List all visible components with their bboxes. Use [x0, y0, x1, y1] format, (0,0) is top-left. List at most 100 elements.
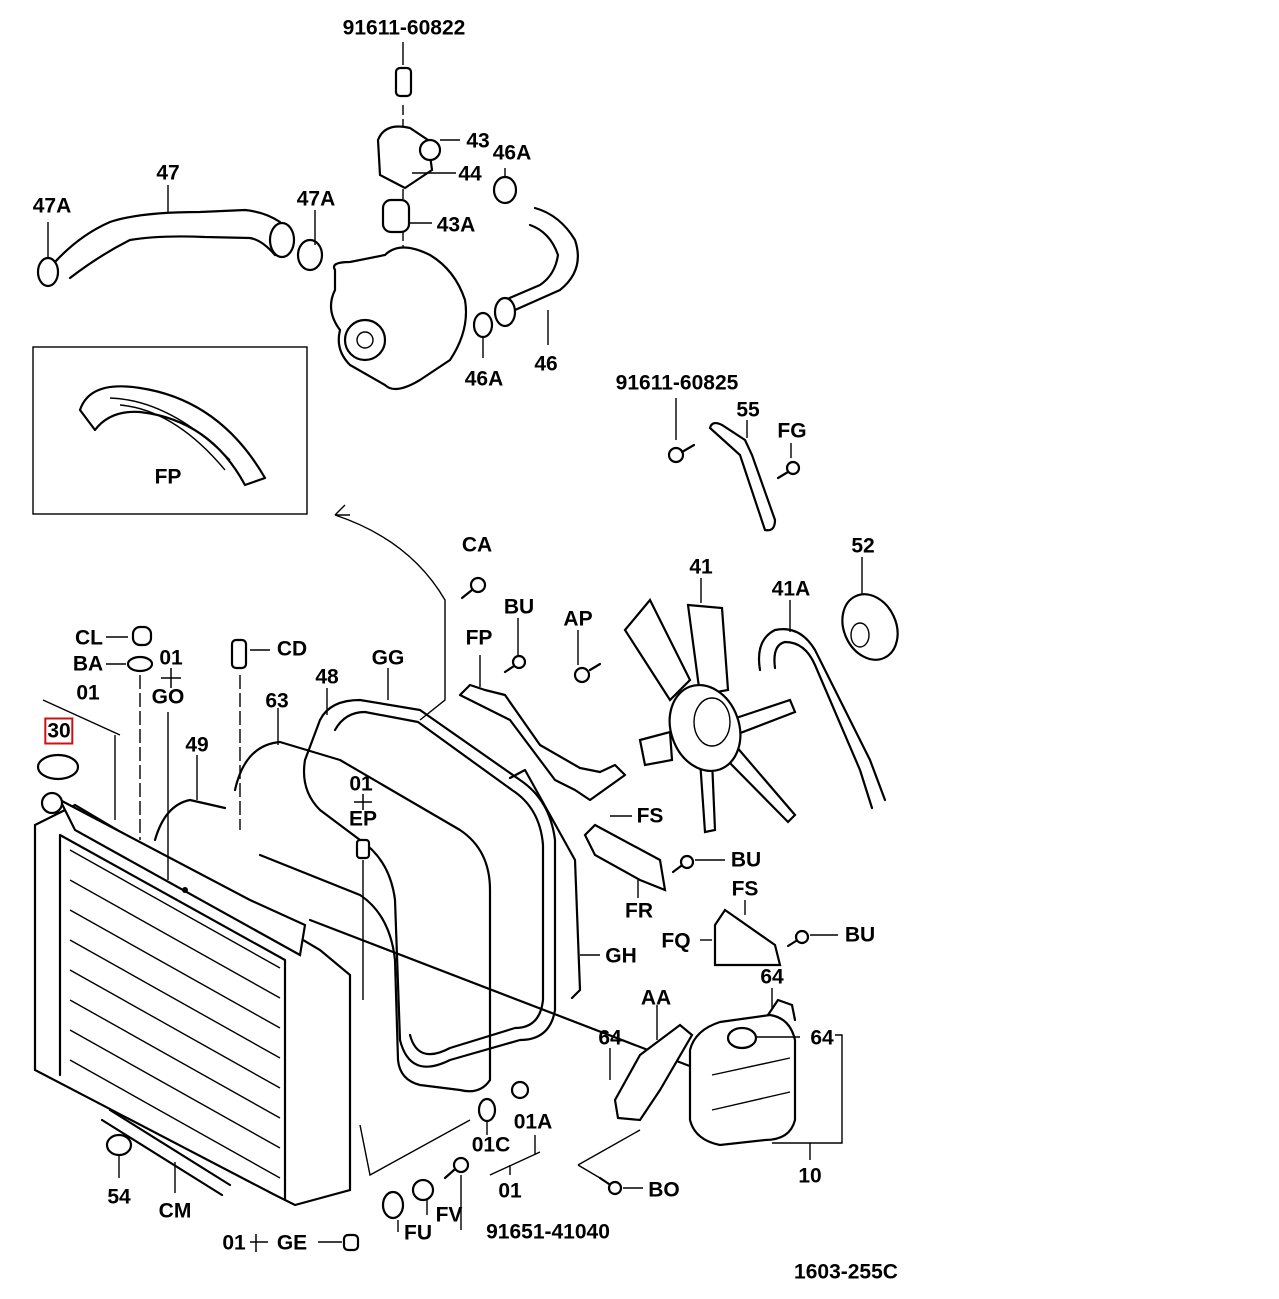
shroud-rubber-GH [508, 768, 600, 1000]
part-label[interactable]: 63 [265, 689, 289, 713]
part-label[interactable]: 41A [771, 577, 811, 601]
part-label[interactable]: FR [625, 899, 653, 923]
drain-plug-01A [510, 1080, 536, 1155]
grommet-GE [318, 1233, 360, 1252]
bracket-line-01 [489, 1151, 541, 1176]
part-label[interactable]: FS [636, 804, 664, 828]
part-label[interactable]: 44 [458, 162, 482, 186]
bolt-BU-1 [503, 618, 527, 674]
mount-cushion-54 [105, 1133, 133, 1178]
part-label[interactable]: 43 [466, 129, 490, 153]
part-label[interactable]: FP [465, 626, 493, 650]
part-label[interactable]: 49 [185, 733, 209, 757]
part-label[interactable]: 46 [534, 352, 558, 376]
part-label[interactable]: FQ [661, 929, 691, 953]
bolt-AP [573, 630, 602, 684]
shroud-bracket-FS-FR [583, 815, 667, 898]
part-label[interactable]: 47A [32, 194, 72, 218]
fan-shroud-48 [302, 668, 557, 1068]
part-label[interactable]: EP [348, 807, 378, 831]
part-label[interactable]: 64 [598, 1026, 622, 1050]
bolt-91611-60825 [667, 398, 696, 464]
part-label[interactable]: 55 [736, 398, 760, 422]
part-label[interactable]: 46A [464, 367, 504, 391]
part-label[interactable]: BU [503, 595, 535, 619]
bolt-CA [460, 576, 487, 600]
collar-FV [411, 1178, 435, 1215]
hose-46 [493, 206, 579, 345]
part-label[interactable]: AP [563, 607, 593, 631]
part-label[interactable]: 01C [471, 1133, 511, 1157]
radiator [33, 791, 352, 1207]
washer-BA [106, 655, 154, 840]
shroud-stay-FP [458, 655, 627, 802]
water-pump [329, 246, 468, 391]
part-label[interactable]: 91611-60825 [615, 371, 739, 395]
inset-box [32, 346, 308, 515]
part-label[interactable]: 46A [492, 141, 532, 165]
part-label[interactable]: BO [648, 1178, 680, 1202]
shroud-seal-63 [233, 708, 492, 1093]
part-label[interactable]: 91651-41040 [486, 1220, 610, 1244]
part-label[interactable]: BU [844, 923, 876, 947]
bushing-01C [477, 1097, 497, 1135]
v-belt-41A [757, 600, 887, 810]
part-label[interactable]: 48 [315, 665, 339, 689]
part-label[interactable]: FG [777, 419, 807, 443]
part-label[interactable]: 01 [222, 1231, 246, 1255]
part-label[interactable]: 91611-60822 [342, 16, 466, 40]
hose-49 [153, 755, 227, 842]
part-label[interactable]: CD [276, 637, 308, 661]
sensor-CD [230, 638, 270, 830]
cooling-fan-41 [623, 578, 797, 834]
part-label[interactable]: FU [404, 1221, 432, 1245]
bolt-FG [776, 443, 801, 480]
part-label[interactable]: 41 [689, 555, 713, 579]
part-label[interactable]: 01 [349, 772, 373, 796]
part-label[interactable]: CM [158, 1199, 192, 1223]
fluid-coupling-52 [841, 557, 899, 661]
part-label[interactable]: 47A [296, 187, 336, 211]
part-label[interactable]: FP [154, 465, 182, 489]
part-label[interactable]: FV [435, 1203, 463, 1227]
bolt-BU-3 [786, 929, 838, 948]
bolt-EP [355, 838, 371, 1000]
reference-arrow [334, 504, 446, 721]
part-label[interactable]: 47 [156, 161, 180, 185]
bracket-55 [708, 420, 777, 532]
part-label[interactable]: 64 [760, 965, 784, 989]
part-label[interactable]: GG [371, 646, 405, 670]
figure-code: 1603-255C [794, 1260, 898, 1284]
part-label[interactable]: GH [605, 944, 637, 968]
part-label[interactable]: 64 [810, 1026, 834, 1050]
part-label[interactable]: CA [461, 533, 493, 557]
part-label[interactable]: 10 [798, 1164, 822, 1188]
cushion-FU [381, 1190, 405, 1232]
shroud-bracket-FS-FQ [700, 900, 782, 967]
part-label[interactable]: FS [731, 877, 759, 901]
part-label-highlighted[interactable]: 30 [44, 717, 74, 745]
drain-cock-CL [106, 625, 153, 647]
part-label[interactable]: 43A [436, 213, 476, 237]
part-label[interactable]: GO [151, 685, 185, 709]
part-label[interactable]: BU [730, 848, 762, 872]
part-label[interactable]: 01A [513, 1110, 553, 1134]
reservoir-tank-10 [688, 988, 843, 1160]
part-label[interactable]: 01 [498, 1179, 522, 1203]
bolt-BO [577, 1129, 643, 1196]
part-label[interactable]: GE [276, 1231, 308, 1255]
part-label[interactable]: 52 [851, 534, 875, 558]
bolt-BU-2 [671, 854, 725, 874]
part-label[interactable]: 01 [76, 681, 100, 705]
hose-clamp-47A-right [296, 238, 324, 272]
reservoir-bracket-AA [609, 1005, 694, 1122]
part-label[interactable]: 54 [107, 1185, 131, 1209]
part-label[interactable]: AA [640, 986, 672, 1010]
hose-CM [100, 1108, 232, 1197]
part-label[interactable]: CL [75, 626, 103, 650]
radiator-cap-gasket-30 [36, 753, 80, 781]
part-label[interactable]: 01 [159, 646, 183, 670]
part-label[interactable]: BA [72, 652, 104, 676]
